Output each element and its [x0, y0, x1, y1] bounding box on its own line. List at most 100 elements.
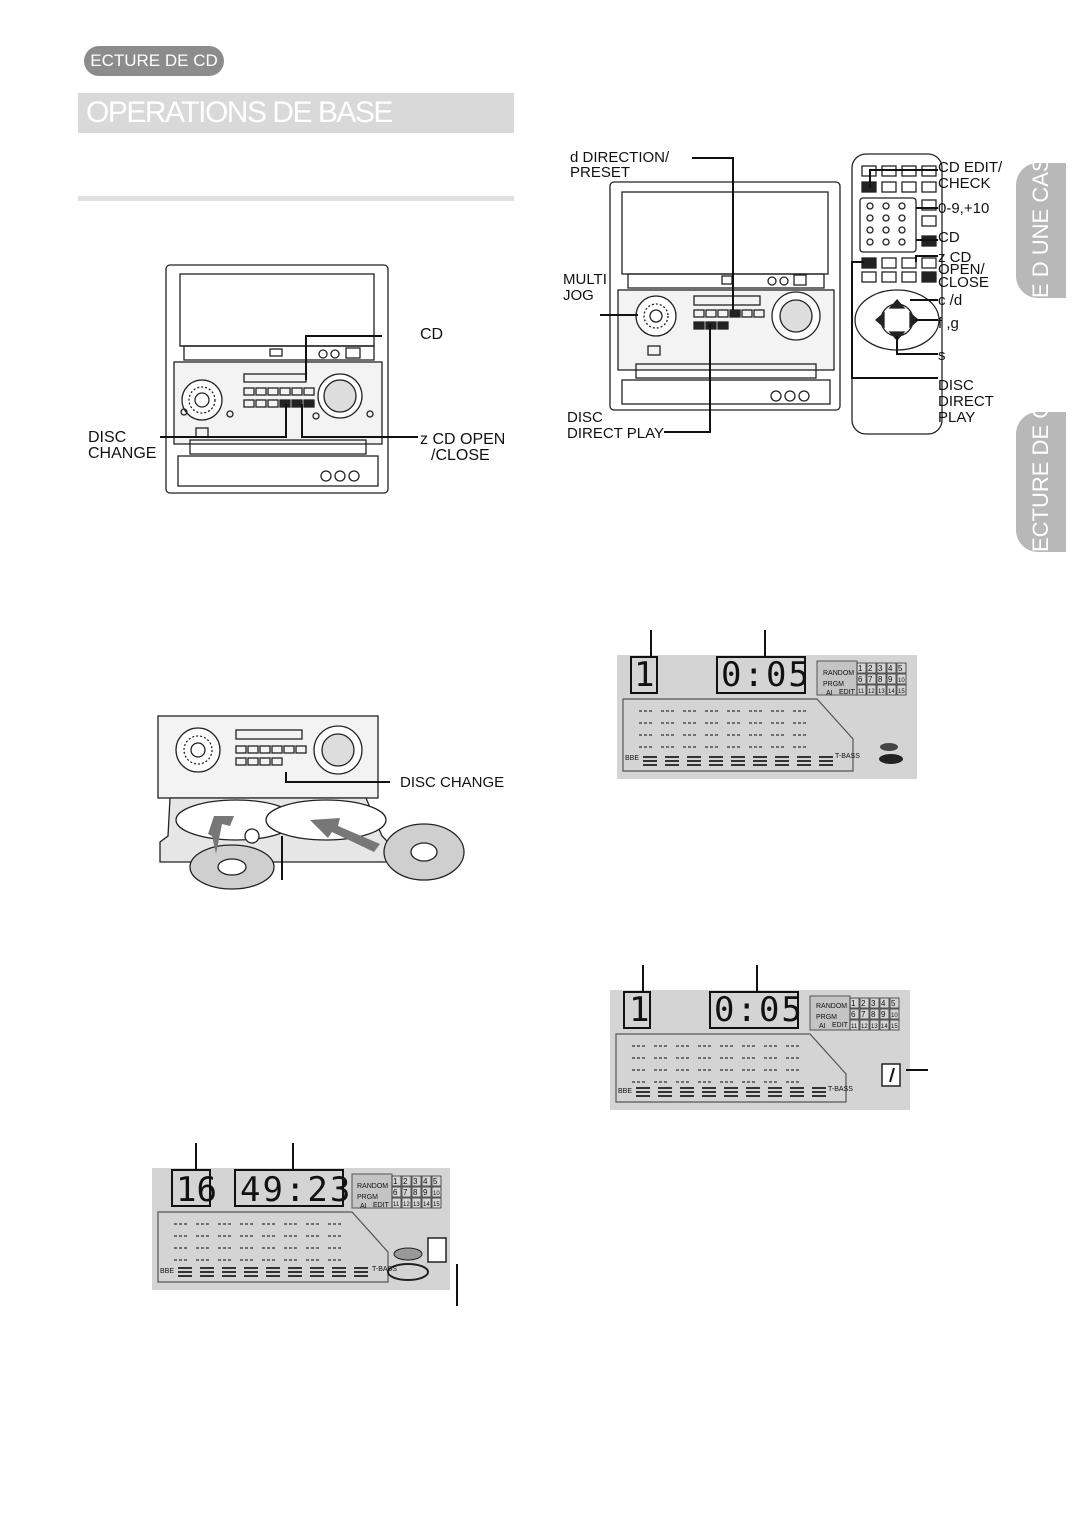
svg-text:10: 10 — [898, 678, 905, 684]
label-stop: s — [938, 347, 946, 364]
label-cd: CD — [420, 326, 444, 343]
svg-text:13: 13 — [413, 1202, 420, 1208]
lcd-prgm: PRGM — [816, 1014, 837, 1021]
lcd-ai: AI — [819, 1023, 826, 1030]
svg-text:12: 12 — [861, 1024, 868, 1030]
svg-text:15: 15 — [891, 1024, 898, 1030]
label-cd-edit: CD EDIT/ — [938, 159, 1003, 176]
svg-text:8: 8 — [413, 1188, 418, 1197]
svg-text:5: 5 — [891, 999, 896, 1008]
svg-text:11: 11 — [393, 1202, 400, 1208]
label-cd-open: z CD OPEN — [420, 431, 506, 448]
svg-text:10: 10 — [433, 1191, 440, 1197]
svg-text:14: 14 — [881, 1024, 888, 1030]
label-open-remote: OPEN/ — [938, 261, 985, 278]
label-direct-remote: DIRECT — [938, 393, 994, 410]
svg-text:1: 1 — [858, 664, 863, 673]
lcd-prgm: PRGM — [357, 1194, 378, 1201]
svg-text:3: 3 — [878, 664, 883, 673]
svg-text:15: 15 — [433, 1202, 440, 1208]
lcd-tbass: T-BASS — [828, 1086, 853, 1093]
label-preset: PRESET — [570, 164, 631, 181]
svg-text:1: 1 — [393, 1177, 398, 1186]
svg-text:14: 14 — [888, 689, 895, 695]
lcd-edit: EDIT — [832, 1022, 848, 1029]
label-close: /CLOSE — [431, 447, 490, 464]
lcd-ai: AI — [360, 1203, 367, 1210]
svg-text:8: 8 — [878, 675, 883, 684]
title-band — [78, 93, 514, 133]
svg-text:7: 7 — [868, 675, 873, 684]
label-search: f ,g — [938, 315, 959, 332]
svg-text:10: 10 — [891, 1013, 898, 1019]
label-change: CHANGE — [88, 445, 157, 462]
label-direct-play-unit: DIRECT PLAY — [567, 425, 664, 442]
lcd-prgm: PRGM — [823, 681, 844, 688]
svg-text:7: 7 — [861, 1010, 866, 1019]
unit-remote-illustration — [600, 153, 943, 435]
svg-text:2: 2 — [861, 999, 866, 1008]
label-cd-remote: CD — [938, 229, 960, 246]
lcd-random: RANDOM — [823, 670, 855, 677]
lcd-track: 1 — [634, 655, 655, 695]
svg-text:2: 2 — [403, 1177, 408, 1186]
svg-text:4: 4 — [888, 664, 893, 673]
label-disc-change-tray: DISC CHANGE — [400, 774, 505, 791]
label-disc-remote: DISC — [938, 377, 974, 394]
lcd-tbass: T-BASS — [372, 1266, 397, 1273]
svg-text:2: 2 — [868, 664, 873, 673]
svg-text:11: 11 — [858, 689, 865, 695]
svg-text:5: 5 — [898, 664, 903, 673]
lcd-bbe: BBE — [160, 1268, 175, 1275]
svg-text:8: 8 — [871, 1010, 876, 1019]
label-multi: MULTI — [563, 271, 607, 288]
svg-text:1: 1 — [851, 999, 856, 1008]
svg-text:13: 13 — [878, 689, 885, 695]
lcd-bbe: BBE — [618, 1088, 633, 1095]
svg-text:6: 6 — [858, 675, 863, 684]
svg-text:5: 5 — [433, 1177, 438, 1186]
svg-text:3: 3 — [413, 1177, 418, 1186]
side-tab-cd: ECTURE DE CD — [1016, 412, 1066, 552]
svg-text:4: 4 — [423, 1177, 428, 1186]
divider — [78, 196, 514, 201]
svg-text:9: 9 — [888, 675, 893, 684]
side-tab-cassette: E D UNE CASS — [1016, 163, 1066, 298]
lcd-time: 0:05 — [721, 655, 811, 695]
lcd-track: 16 — [176, 1170, 217, 1210]
svg-text:4: 4 — [881, 999, 886, 1008]
svg-text:6: 6 — [393, 1188, 398, 1197]
svg-text:12: 12 — [403, 1202, 410, 1208]
section-tab: ECTURE DE CD — [84, 46, 224, 76]
lcd-random: RANDOM — [357, 1183, 389, 1190]
svg-text:3: 3 — [871, 999, 876, 1008]
label-check: CHECK — [938, 175, 991, 192]
disc-tray-illustration — [157, 715, 465, 890]
svg-text:15: 15 — [898, 689, 905, 695]
lcd-bbe: BBE — [625, 755, 640, 762]
svg-text:12: 12 — [868, 689, 875, 695]
label-disc-unit: DISC — [567, 409, 603, 426]
lcd-time: 0:05 — [714, 990, 804, 1030]
svg-text:9: 9 — [881, 1010, 886, 1019]
lcd-time: 49:23 — [240, 1170, 353, 1210]
lcd-edit: EDIT — [373, 1202, 389, 1209]
label-disc: DISC — [88, 429, 127, 446]
svg-text:7: 7 — [403, 1188, 408, 1197]
svg-text:6: 6 — [851, 1010, 856, 1019]
svg-text:9: 9 — [423, 1188, 428, 1197]
lcd-track: 1 — [629, 990, 650, 1030]
lcd-edit: EDIT — [839, 689, 855, 696]
page-title: OPERATIONS DE BASE — [86, 96, 393, 129]
label-direction: d DIRECTION/ — [570, 149, 670, 166]
label-play-remote: PLAY — [938, 409, 976, 426]
svg-text:13: 13 — [871, 1024, 878, 1030]
svg-text:14: 14 — [423, 1202, 430, 1208]
lcd-random: RANDOM — [816, 1003, 848, 1010]
